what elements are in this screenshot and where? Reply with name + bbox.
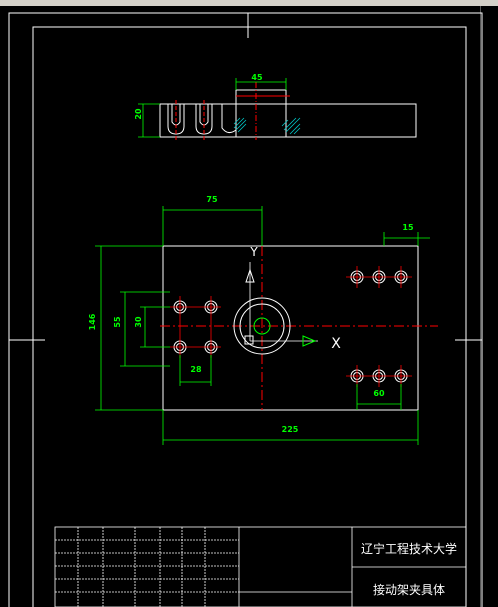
dim-left-pitch-v: 30 (134, 316, 143, 328)
dim-top-width: 45 (251, 73, 263, 82)
section-view (159, 82, 417, 140)
section-dims (138, 78, 287, 138)
vertical-scrollbar[interactable] (480, 6, 498, 607)
inner-border (32, 26, 467, 607)
drawing-name: 接动架夹具体 (373, 582, 445, 597)
dim-left-pitch-h: 28 (190, 365, 202, 374)
title-block (54, 526, 467, 607)
window-top-bar (0, 0, 498, 6)
dim-hole-offset: 75 (206, 195, 218, 204)
plan-view (160, 245, 438, 411)
dim-right-pitch: 15 (402, 223, 414, 232)
dim-overall-height: 146 (88, 313, 97, 330)
axis-y-label: Y (249, 245, 258, 259)
axis-x-label: X (331, 336, 341, 352)
outer-border (8, 12, 483, 607)
dim-top-height: 20 (134, 108, 143, 120)
dim-overall-length: 225 (282, 425, 299, 434)
dim-right-group-width: 60 (373, 389, 385, 398)
school-name: 辽宁工程技术大学 (361, 541, 457, 556)
plan-dims (95, 206, 430, 445)
dim-left-group-height: 55 (113, 316, 122, 328)
